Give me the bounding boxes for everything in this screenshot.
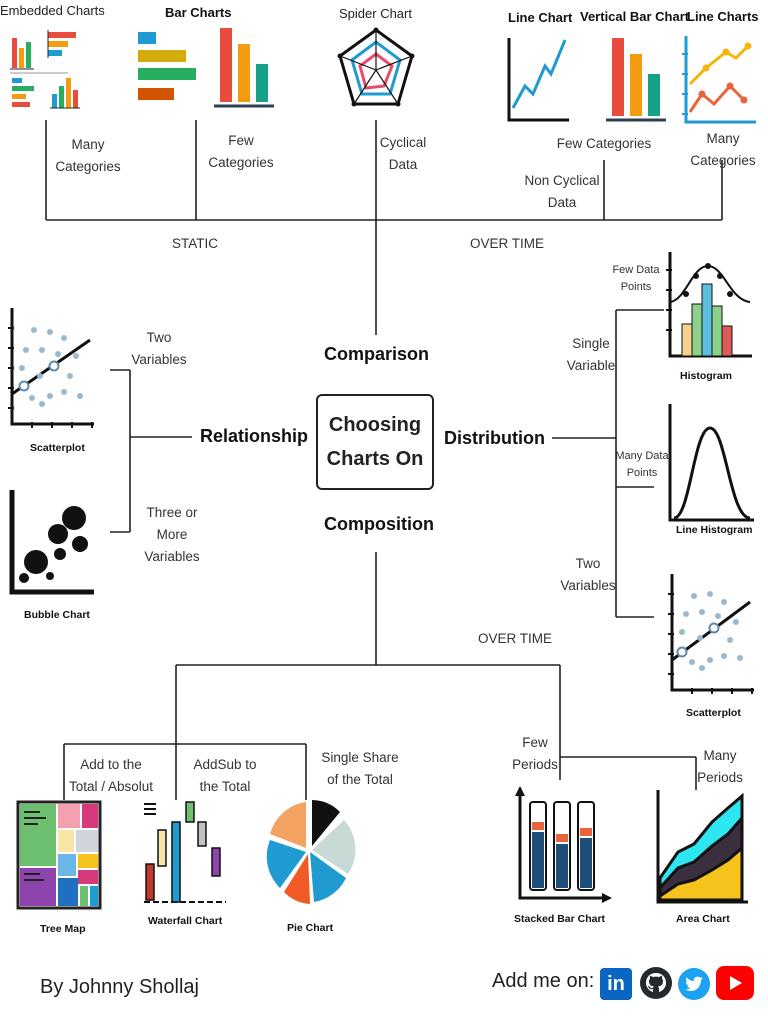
pie-chart-icon <box>266 800 356 904</box>
cyclical-data-label: Cyclical Data <box>379 135 427 172</box>
single-variable-label: Single Variable <box>566 336 616 373</box>
many-periods-label: Many Periods <box>697 748 743 785</box>
addsub-label: AddSub to the Total <box>193 757 257 794</box>
non-cyclical-data-label: Non Cyclical Data <box>524 173 600 210</box>
single-share-label: Single Share of the Total <box>321 750 399 787</box>
embedded-charts-icon <box>10 30 80 109</box>
line-chart-title: Line Chart <box>508 10 573 25</box>
few-periods-label: Few Periods <box>512 735 558 772</box>
category-composition: Composition <box>324 514 434 534</box>
two-variables-right-label: Two Variables <box>560 556 616 593</box>
many-categories-right-label: Many Categories <box>690 131 756 168</box>
two-variables-label: Two Variables <box>131 330 187 367</box>
scatterplot-icon-left <box>8 308 94 428</box>
github-glyph <box>646 973 666 992</box>
stacked-bar-chart-icon <box>515 786 612 903</box>
line-histogram-icon <box>668 404 754 522</box>
spider-chart-title: Spider Chart <box>339 6 412 21</box>
few-data-points-label: Few Data Points <box>612 264 660 293</box>
composition-over-time-label: OVER TIME <box>478 631 553 646</box>
youtube-play-glyph <box>730 976 742 990</box>
twitter-icon[interactable] <box>678 968 710 1000</box>
linkedin-icon[interactable]: in <box>600 968 632 1000</box>
few-categories-right-label: Few Categories <box>556 136 652 151</box>
line-histogram-caption: Line Histogram <box>676 524 753 536</box>
author-credit: By Johnny Shollaj <box>40 976 199 998</box>
stacked-bar-chart-caption: Stacked Bar Chart <box>514 913 606 925</box>
embedded-charts-title: Embedded Charts <box>0 3 105 18</box>
area-chart-icon <box>656 790 748 904</box>
many-categories-label: Many Categories <box>55 137 121 174</box>
scatterplot-right-caption: Scatterplot <box>686 707 741 719</box>
histogram-icon <box>666 252 752 358</box>
bar-charts-title: Bar Charts <box>165 5 232 20</box>
bubble-chart-caption: Bubble Chart <box>24 609 90 621</box>
three-or-more-variables-label: Three or More Variables <box>144 505 200 564</box>
area-chart-caption: Area Chart <box>676 913 730 925</box>
spider-chart-icon <box>337 27 415 107</box>
category-distribution: Distribution <box>444 428 545 448</box>
pie-chart-caption: Pie Chart <box>287 922 334 934</box>
center-title: Choosing Charts On <box>316 394 434 490</box>
line-chart-icon <box>507 38 569 122</box>
tree-map-icon <box>16 800 102 910</box>
category-relationship: Relationship <box>200 426 309 446</box>
line-charts-icon <box>682 36 756 124</box>
category-comparison: Comparison <box>324 344 430 364</box>
add-to-total-label: Add to the Total / Absolut <box>68 757 154 794</box>
center-title-text: Choosing Charts On <box>326 414 424 470</box>
few-categories-label: Few Categories <box>208 133 274 170</box>
twitter-glyph <box>685 976 703 991</box>
add-me-label: Add me on: <box>492 970 595 992</box>
linkedin-glyph: in <box>607 972 625 995</box>
waterfall-chart-icon <box>144 801 226 903</box>
bar-charts-icon <box>138 28 274 108</box>
over-time-label: OVER TIME <box>470 236 545 251</box>
many-data-points-label: Many Data Points <box>615 450 669 479</box>
static-label: STATIC <box>172 236 218 251</box>
waterfall-chart-caption: Waterfall Chart <box>148 915 223 927</box>
scatterplot-icon-right <box>668 574 754 694</box>
scatterplot-left-caption: Scatterplot <box>30 442 85 454</box>
line-charts-title: Line Charts <box>687 9 759 24</box>
vertical-bar-chart-title: Vertical Bar Chart <box>580 9 690 24</box>
histogram-caption: Histogram <box>680 370 732 382</box>
vertical-bar-chart-icon <box>606 38 666 122</box>
tree-map-caption: Tree Map <box>40 923 86 935</box>
youtube-icon[interactable] <box>716 966 754 1000</box>
github-icon[interactable] <box>640 967 672 999</box>
bubble-chart-icon <box>9 490 94 595</box>
